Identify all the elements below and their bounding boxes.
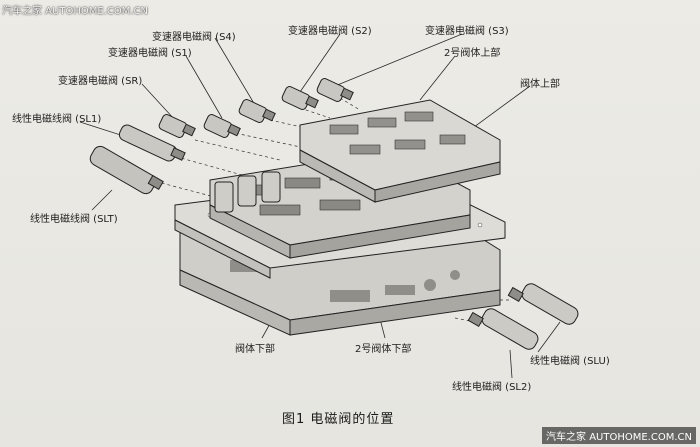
accumulator-cylinders — [214, 171, 281, 213]
watermark-bottom-right: 汽车之家 AUTOHOME.COM.CN — [542, 427, 696, 444]
solenoid-s3 — [316, 78, 354, 102]
solenoid-s1 — [203, 114, 241, 138]
linear-solenoid-slt — [89, 145, 164, 195]
linear-solenoid-sl1 — [118, 124, 186, 162]
label-slu: 线性电磁阀 (SLU) — [530, 356, 610, 367]
label-upper-body: 阀体上部 — [520, 79, 560, 90]
label-s2: 变速器电磁阀 (S2) — [288, 26, 372, 37]
linear-solenoid-sl2 — [467, 308, 539, 350]
solenoid-s4 — [238, 99, 276, 123]
linear-solenoid-slu — [507, 283, 579, 325]
label-upper-body-2: 2号阀体上部 — [444, 48, 501, 59]
label-sr: 变速器电磁阀 (SR) — [58, 76, 143, 87]
label-lower-body: 阀体下部 — [235, 344, 275, 355]
figure-caption: 图1 电磁阀的位置 — [282, 412, 395, 427]
label-sl2: 线性电磁阀 (SL2) — [452, 382, 532, 393]
solenoid-s2 — [281, 86, 319, 110]
label-s3: 变速器电磁阀 (S3) — [425, 26, 509, 37]
label-lower-body-2: 2号阀体下部 — [355, 344, 412, 355]
label-sl1: 线性电磁线阀 (SL1) — [12, 114, 102, 125]
upper-valve-body-2 — [299, 99, 501, 203]
label-slt: 线性电磁线阀 (SLT) — [30, 214, 118, 225]
label-s4: 变速器电磁阀 (S4) — [152, 32, 236, 43]
watermark-top-left: 汽车之家 AUTOHOME.COM.CN — [2, 6, 148, 17]
solenoid-sr — [158, 114, 196, 138]
label-s1: 变速器电磁阀 (S1) — [108, 48, 192, 59]
